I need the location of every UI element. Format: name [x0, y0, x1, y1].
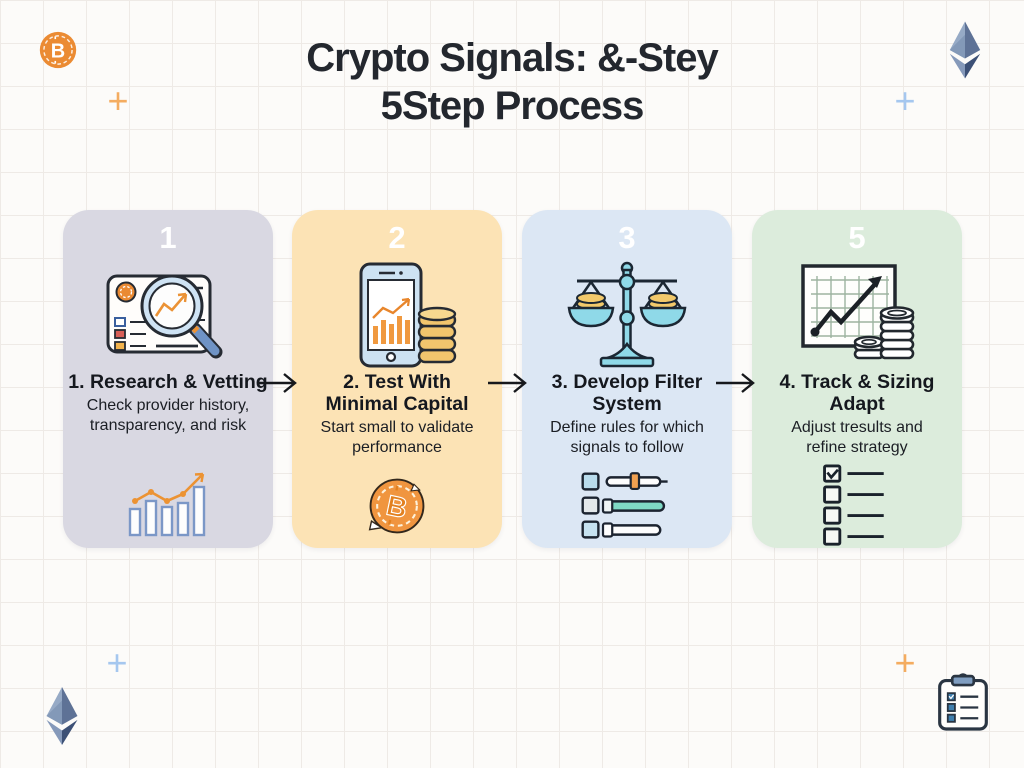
step-heading: 2. Test With Minimal Capital	[325, 371, 469, 416]
step-number: 2	[388, 220, 406, 255]
step-card-3: 3	[522, 210, 732, 548]
step-card-1: 1	[63, 210, 273, 548]
step-description: Define rules for which signals to follow	[550, 419, 704, 456]
flow-arrow-icon	[486, 371, 532, 395]
plus-decoration: +	[894, 80, 916, 121]
bitcoin-icon: B	[38, 30, 78, 70]
page-title-line2: 5Step Process	[380, 84, 645, 128]
line-chart-coins-icon	[752, 258, 962, 374]
phone-chart-with-coins-icon	[292, 258, 502, 374]
bar-chart-uptrend-icon	[63, 462, 273, 550]
clipboard-checklist-icon	[937, 673, 989, 733]
page-title-line1: Crypto Signals: &-Stey	[306, 36, 718, 80]
step-description: Adjust tresults and refine strategy	[791, 419, 923, 456]
page-title: Crypto Signals: &-Stey 5Step Process	[0, 34, 1024, 130]
step-number: 3	[618, 220, 636, 255]
balance-scale-coins-icon	[522, 258, 732, 374]
plus-decoration: +	[107, 80, 129, 121]
bitcoin-symbol: B	[51, 40, 65, 62]
plus-decoration: +	[894, 642, 916, 683]
step-number: 5	[848, 220, 866, 255]
step-heading: 3. Develop Filter System	[551, 371, 703, 416]
step-text: 1. Research & Vetting Check provider his…	[55, 371, 281, 435]
plus-decoration: +	[106, 642, 128, 683]
step-description: Start small to validate performance	[320, 419, 474, 456]
step-heading: 1. Research & Vetting	[68, 371, 268, 393]
step-text: 3. Develop Filter System Define rules fo…	[514, 371, 740, 457]
step-heading: 4. Track & Sizing Adapt	[779, 371, 935, 416]
step-card-4: 5	[752, 210, 962, 548]
flow-arrow-icon	[256, 371, 302, 395]
step-description: Check provider history, transparency, an…	[86, 397, 250, 434]
step-text: 2. Test With Minimal Capital Start small…	[284, 371, 510, 457]
step-number: 1	[159, 220, 177, 255]
ethereum-icon	[946, 20, 984, 80]
flow-arrow-icon	[714, 371, 760, 395]
checkbox-sliders-icon	[522, 462, 732, 550]
step-card-2: 2	[292, 210, 502, 548]
step-text: 4. Track & Sizing Adapt Adjust tresults …	[744, 371, 970, 457]
bitcoin-coin-icon: B	[292, 462, 502, 550]
checklist-icon	[752, 462, 962, 550]
ethereum-icon	[42, 686, 82, 746]
magnifier-over-dashboard-icon	[63, 258, 273, 374]
